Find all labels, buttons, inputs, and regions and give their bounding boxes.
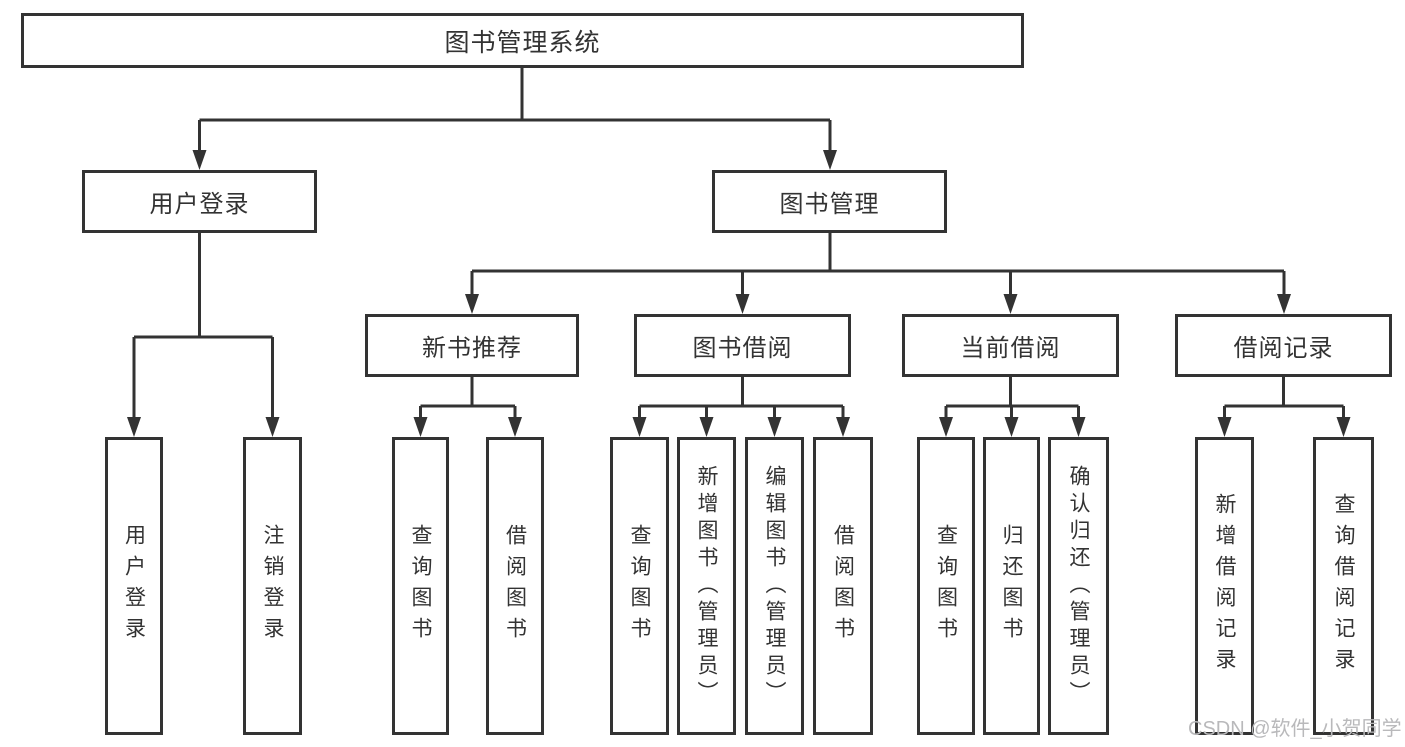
node-label: 借阅图书 <box>503 524 527 648</box>
tree-edges <box>132 68 1345 419</box>
leaf-edit-book-admin: 编辑图书（管理员） <box>745 437 804 735</box>
leaf-logout: 注销登录 <box>243 437 302 735</box>
node-book-borrow: 图书借阅 <box>634 314 851 377</box>
leaf-query-books-3: 查询图书 <box>917 437 975 735</box>
node-label: 查询图书 <box>409 524 432 648</box>
leaf-add-borrow-record: 新增借阅记录 <box>1195 437 1254 735</box>
node-label: 图书借阅 <box>692 335 793 362</box>
node-label: 图书管理系统 <box>444 28 601 57</box>
node-label: 查询图书 <box>628 524 651 648</box>
leaf-add-book-admin: 新增图书（管理员） <box>677 437 736 735</box>
leaf-query-borrow-record: 查询借阅记录 <box>1313 437 1374 735</box>
leaf-borrow-books-2: 借阅图书 <box>813 437 873 735</box>
node-label: 新增借阅记录 <box>1213 493 1236 679</box>
node-label: 用户登录 <box>122 524 146 648</box>
node-label: 注销登录 <box>261 524 284 648</box>
node-label: 查询图书 <box>934 524 958 648</box>
node-label: 编辑图书（管理员） <box>763 464 786 708</box>
leaf-user-login: 用户登录 <box>105 437 163 735</box>
leaf-query-books-2: 查询图书 <box>610 437 669 735</box>
node-current-borrow: 当前借阅 <box>902 314 1119 377</box>
node-label: 查询借阅记录 <box>1332 493 1355 679</box>
node-label: 借阅图书 <box>831 524 855 648</box>
watermark: CSDN @软件_小贺同学 <box>1188 718 1402 740</box>
node-label: 新书推荐 <box>422 335 522 362</box>
node-book-management: 图书管理 <box>712 170 947 233</box>
node-label: 用户登录 <box>149 191 250 218</box>
node-label: 当前借阅 <box>960 335 1061 362</box>
leaf-return-book: 归还图书 <box>983 437 1040 735</box>
leaf-confirm-return-admin: 确认归还（管理员） <box>1048 437 1109 735</box>
node-new-book-recommend: 新书推荐 <box>365 314 579 377</box>
leaf-borrow-books-1: 借阅图书 <box>486 437 544 735</box>
node-root: 图书管理系统 <box>21 13 1024 68</box>
node-user-login: 用户登录 <box>82 170 317 233</box>
leaf-query-books-1: 查询图书 <box>392 437 449 735</box>
node-label: 新增图书（管理员） <box>695 464 718 708</box>
node-label: 图书管理 <box>779 191 880 218</box>
node-label: 归还图书 <box>1000 524 1023 648</box>
node-borrow-records: 借阅记录 <box>1175 314 1392 377</box>
node-label: 确认归还（管理员） <box>1067 464 1090 708</box>
node-label: 借阅记录 <box>1233 335 1334 362</box>
